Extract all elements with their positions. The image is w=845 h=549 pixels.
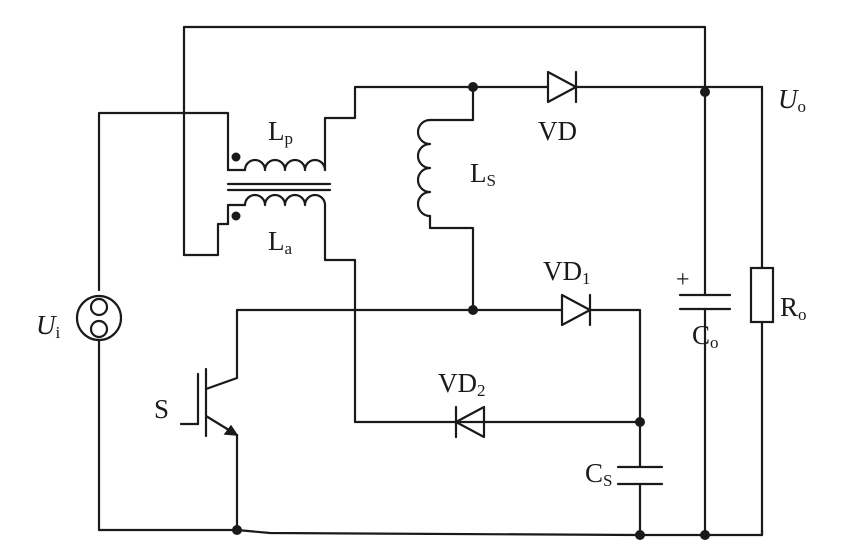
label-co-plus: + [676, 267, 690, 293]
switch-s [179, 367, 242, 535]
node-vd1-anode [468, 305, 478, 315]
primary-winding-lp [97, 85, 475, 292]
label-co: Co [692, 320, 719, 352]
label-ro: Ro [780, 292, 807, 324]
ground-rail [97, 528, 764, 537]
label-cs: CS [585, 458, 613, 490]
label-la: La [268, 226, 293, 258]
label-vd1: VD1 [543, 256, 591, 288]
label-vd: VD [538, 116, 577, 146]
resistor-ro [749, 85, 775, 537]
diode-vd1 [235, 293, 642, 424]
label-vd2: VD2 [438, 368, 486, 400]
label-s: S [154, 394, 170, 424]
capacitor-co [678, 90, 732, 540]
label-ui: Ui [36, 310, 61, 342]
label-ls: LS [470, 158, 496, 190]
label-uo: Uo [778, 84, 806, 116]
diode-vd [471, 70, 764, 104]
polarity-dot-la [231, 211, 241, 221]
polarity-dot-lp [231, 152, 241, 162]
transformer-core [226, 182, 332, 192]
source-ui [75, 294, 123, 532]
wire-top-loop [182, 25, 707, 257]
capacitor-cs [616, 420, 664, 540]
aux-winding-la [226, 193, 642, 424]
label-lp: Lp [268, 116, 293, 148]
inductor-ls [416, 82, 478, 312]
